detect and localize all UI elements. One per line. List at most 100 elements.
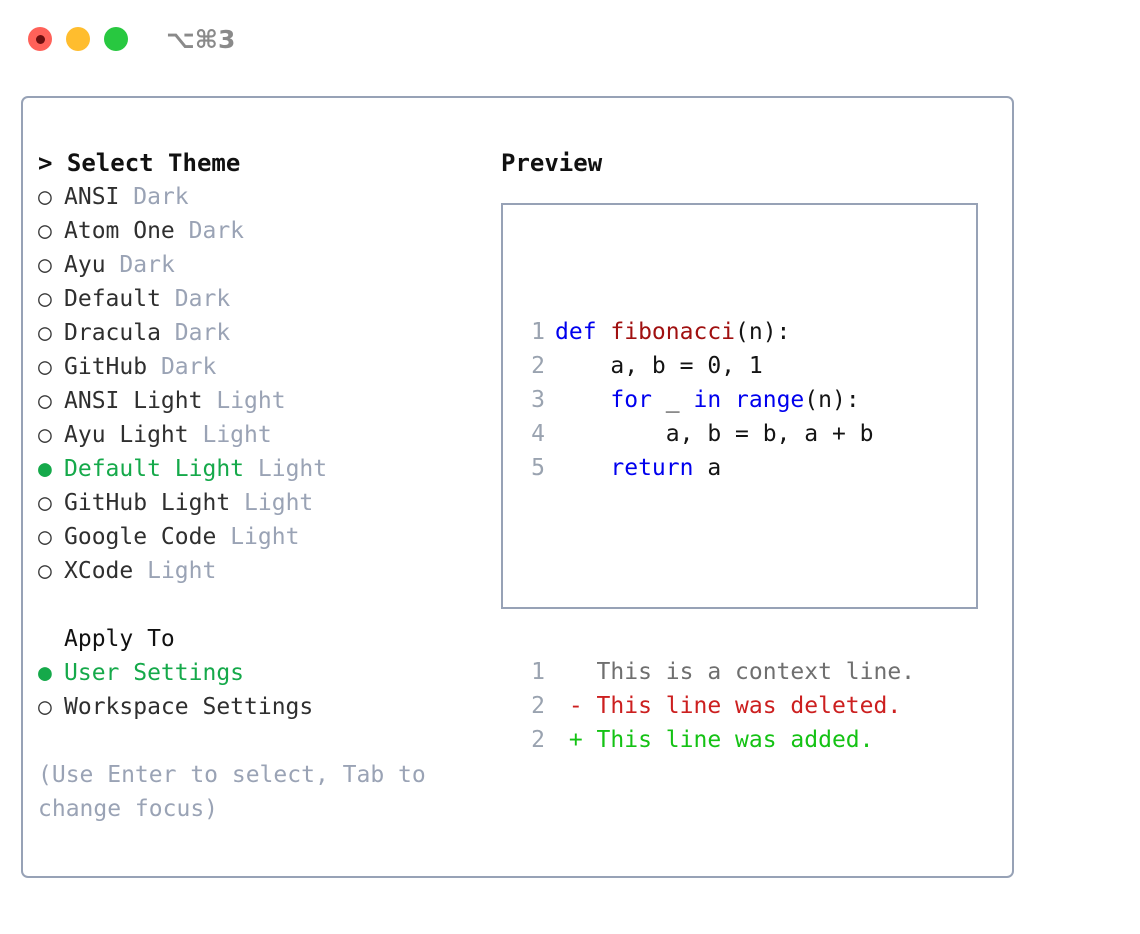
theme-option-label: ANSI Light xyxy=(64,388,203,414)
main-panel: > Select Theme ○ANSI Dark○Atom One Dark○… xyxy=(21,96,1014,878)
label-gap xyxy=(133,558,147,584)
label-gap xyxy=(106,252,120,278)
select-theme-heading: > Select Theme xyxy=(38,146,488,180)
code-line: 1 def fibonacci(n): xyxy=(515,315,915,349)
theme-option-label: Ayu xyxy=(64,252,106,278)
theme-option-dracula[interactable]: ○ Dracula Dark xyxy=(38,316,488,350)
radio-selected-icon: ● xyxy=(38,456,52,482)
diff-line-text: + This line was added. xyxy=(555,727,874,753)
label-gap xyxy=(230,490,244,516)
theme-option-category: Dark xyxy=(174,320,231,346)
code-line-number: 5 xyxy=(531,455,545,481)
code-line-number: 1 xyxy=(531,319,545,345)
code-token-txt: (n): xyxy=(735,319,791,345)
theme-option-category: Light xyxy=(202,422,272,448)
code-token-kw: for xyxy=(610,387,652,413)
theme-option-label: Default Light xyxy=(64,456,245,482)
theme-option-ansi-light[interactable]: ○ANSI Light Light xyxy=(38,384,488,418)
radio-unselected-icon: ○ xyxy=(38,218,52,244)
diff-line-text: - This line was deleted. xyxy=(555,693,902,719)
code-token-kw: def xyxy=(555,319,611,345)
keyboard-shortcut-label: ⌥⌘3 xyxy=(166,24,236,54)
theme-option-github[interactable]: ○GitHub Dark xyxy=(38,350,488,384)
label-gap xyxy=(175,218,189,244)
radio-unselected-icon: ○ xyxy=(38,320,52,346)
label-gap xyxy=(147,354,161,380)
code-token-txt xyxy=(721,387,735,413)
code-token-txt: _ xyxy=(651,387,694,413)
apply-to-option-label: Workspace Settings xyxy=(64,694,314,720)
theme-option-github-light[interactable]: ○ GitHub Light Light xyxy=(38,486,488,520)
diff-line-add: 2 + This line was added. xyxy=(515,723,915,757)
label-gap xyxy=(161,320,175,346)
theme-option-category: Light xyxy=(147,558,217,584)
theme-option-xcode[interactable]: ○XCode Light xyxy=(38,554,488,588)
apply-to-option-workspace-settings[interactable]: ○ Workspace Settings xyxy=(38,690,488,724)
theme-option-ansi[interactable]: ○ANSI Dark xyxy=(38,180,488,214)
theme-option-label: Default xyxy=(64,286,161,312)
theme-option-category: Dark xyxy=(174,286,231,312)
diff-line-text: This is a context line. xyxy=(555,659,916,685)
label-gap xyxy=(216,524,230,550)
code-line-number: 2 xyxy=(531,353,545,379)
radio-unselected-icon: ○ xyxy=(38,524,52,550)
theme-option-category: Dark xyxy=(188,218,245,244)
radio-unselected-icon: ○ xyxy=(38,184,52,210)
theme-option-label: Dracula xyxy=(64,320,161,346)
theme-option-ayu[interactable]: ○Ayu Dark xyxy=(38,248,488,282)
code-line: 3 for _ in range(n): xyxy=(515,383,915,417)
zoom-button[interactable] xyxy=(104,27,128,51)
theme-option-label: Ayu Light xyxy=(64,422,189,448)
title-bar: ⌥⌘3 xyxy=(0,0,1140,78)
radio-unselected-icon: ○ xyxy=(38,490,52,516)
diff-line-ctx: 1 This is a context line. xyxy=(515,655,915,689)
radio-unselected-icon: ○ xyxy=(38,286,52,312)
diff-line-number: 2 xyxy=(531,727,545,753)
radio-selected-icon: ● xyxy=(38,660,52,686)
apply-to-list: ●User Settings ○ Workspace Settings xyxy=(38,656,488,724)
theme-option-category: Dark xyxy=(133,184,189,210)
code-token-txt xyxy=(555,455,610,481)
theme-option-default-light[interactable]: ●Default Light Light xyxy=(38,452,488,486)
code-line: 2 a, b = 0, 1 xyxy=(515,349,915,383)
code-token-txt: a, b = 0, 1 xyxy=(555,353,763,379)
code-token-txt: a xyxy=(693,455,722,481)
window-controls xyxy=(28,27,128,51)
label-gap xyxy=(244,456,258,482)
theme-option-label: Atom One xyxy=(64,218,175,244)
close-button[interactable] xyxy=(28,27,52,51)
label-gap xyxy=(189,422,203,448)
label-gap xyxy=(119,184,133,210)
code-diff-gap xyxy=(515,553,915,587)
radio-unselected-icon: ○ xyxy=(38,694,52,720)
focus-caret-icon: > xyxy=(38,149,53,177)
theme-option-ayu-light[interactable]: ○ Ayu Light Light xyxy=(38,418,488,452)
minimize-button[interactable] xyxy=(66,27,90,51)
radio-unselected-icon: ○ xyxy=(38,388,52,414)
preview-heading: Preview xyxy=(501,149,603,177)
theme-option-category: Dark xyxy=(160,354,217,380)
diff-sample: 1 This is a context line. 2 - This line w… xyxy=(515,655,915,757)
theme-option-label: XCode xyxy=(64,558,134,584)
code-token-fn: fibonacci xyxy=(610,319,736,345)
diff-line-number: 1 xyxy=(531,659,545,685)
apply-to-option-user-settings[interactable]: ●User Settings xyxy=(38,656,488,690)
theme-option-google-code[interactable]: ○Google Code Light xyxy=(38,520,488,554)
radio-unselected-icon: ○ xyxy=(38,422,52,448)
theme-option-atom-one[interactable]: ○ Atom One Dark xyxy=(38,214,488,248)
theme-option-label: GitHub xyxy=(64,354,148,380)
keyboard-hint-text: (Use Enter to select, Tab to change focu… xyxy=(38,762,440,822)
code-token-kw: in xyxy=(693,387,722,413)
theme-option-label: GitHub Light xyxy=(64,490,231,516)
theme-option-category: Light xyxy=(244,490,314,516)
code-token-txt: a, b = b, a + b xyxy=(555,421,874,447)
theme-option-default[interactable]: ○ Default Dark xyxy=(38,282,488,316)
label-gap xyxy=(202,388,216,414)
code-line: 5 return a xyxy=(515,451,915,485)
code-line: 4 a, b = b, a + b xyxy=(515,417,915,451)
code-line-number: 3 xyxy=(531,387,545,413)
